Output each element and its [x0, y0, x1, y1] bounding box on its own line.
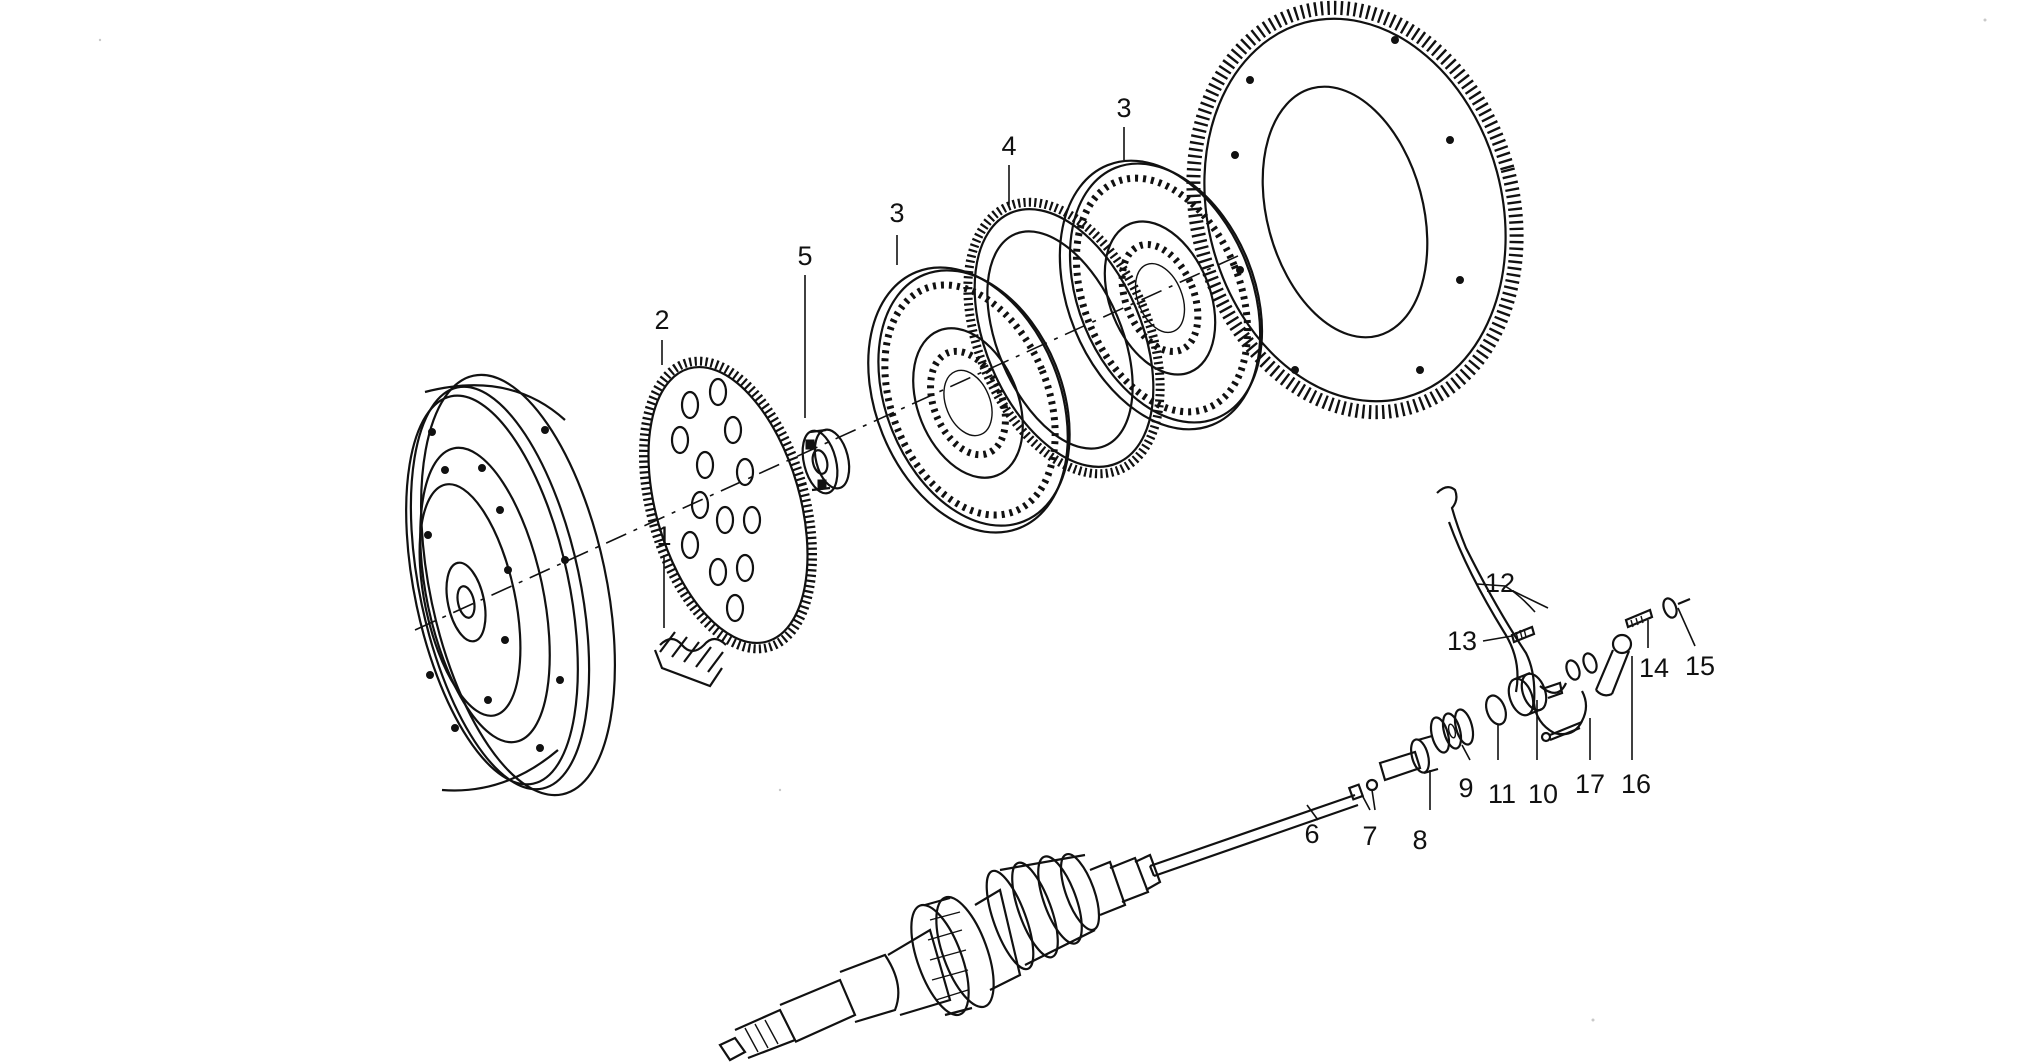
part-5-hub: [801, 428, 851, 495]
ring-gear: [1186, 0, 1524, 420]
part-2-toothed-plate: [638, 356, 818, 654]
callout-8: 8: [1412, 825, 1427, 855]
shaft-gear: [910, 895, 995, 1017]
scan-specks: [98, 18, 1987, 1022]
callout-15: 15: [1685, 651, 1715, 681]
flywheel: [405, 373, 616, 797]
callout-13: 13: [1447, 626, 1477, 656]
callout-4: 4: [1001, 131, 1016, 161]
leader-lines: [661, 127, 1696, 821]
part-13-pin: [1510, 625, 1536, 644]
part-15-nut: [1662, 597, 1691, 619]
flywheel-bolt-holes: [424, 426, 569, 752]
callout-16: 16: [1621, 769, 1651, 799]
input-shaft: [718, 853, 1162, 1062]
part-6-push-rod: [1148, 793, 1359, 878]
center-axis: [414, 254, 1241, 631]
callout-9: 9: [1458, 773, 1473, 803]
callout-1: 1: [656, 521, 671, 551]
part-16-pivot-pin: [1594, 633, 1633, 697]
part-4-intermediate-plate: [963, 197, 1165, 479]
callout-7: 7: [1362, 821, 1377, 851]
callout-12: 12: [1485, 568, 1515, 598]
part-3-friction-disc-right: [1058, 159, 1264, 431]
part-12-release-lever: [1436, 486, 1598, 736]
callout-2: 2: [654, 305, 669, 335]
part-17-split-pin: [1540, 720, 1583, 743]
callout-5: 5: [797, 241, 812, 271]
part-14-bolt: [1624, 608, 1654, 629]
part-11-ring: [1485, 694, 1507, 726]
part-1-spring: [653, 631, 727, 688]
callout-3-right: 3: [1116, 93, 1131, 123]
callout-17: 17: [1575, 769, 1605, 799]
callout-6: 6: [1304, 819, 1319, 849]
callout-10: 10: [1528, 779, 1558, 809]
part-2-holes: [670, 377, 762, 623]
callout-numbers: 1 2 5 3 4 3 12 13 14 15 16 17 10 11 9 8 …: [654, 93, 1715, 855]
part-9-washers: [1429, 708, 1475, 754]
part-8-plunger: [1378, 734, 1439, 782]
callout-14: 14: [1639, 653, 1669, 683]
shaft-worm: [985, 853, 1101, 971]
part-3-friction-disc-left: [867, 266, 1071, 534]
callout-11: 11: [1488, 779, 1516, 809]
ring-gear-bolt-holes: [1231, 36, 1464, 374]
callout-3-left: 3: [889, 198, 904, 228]
